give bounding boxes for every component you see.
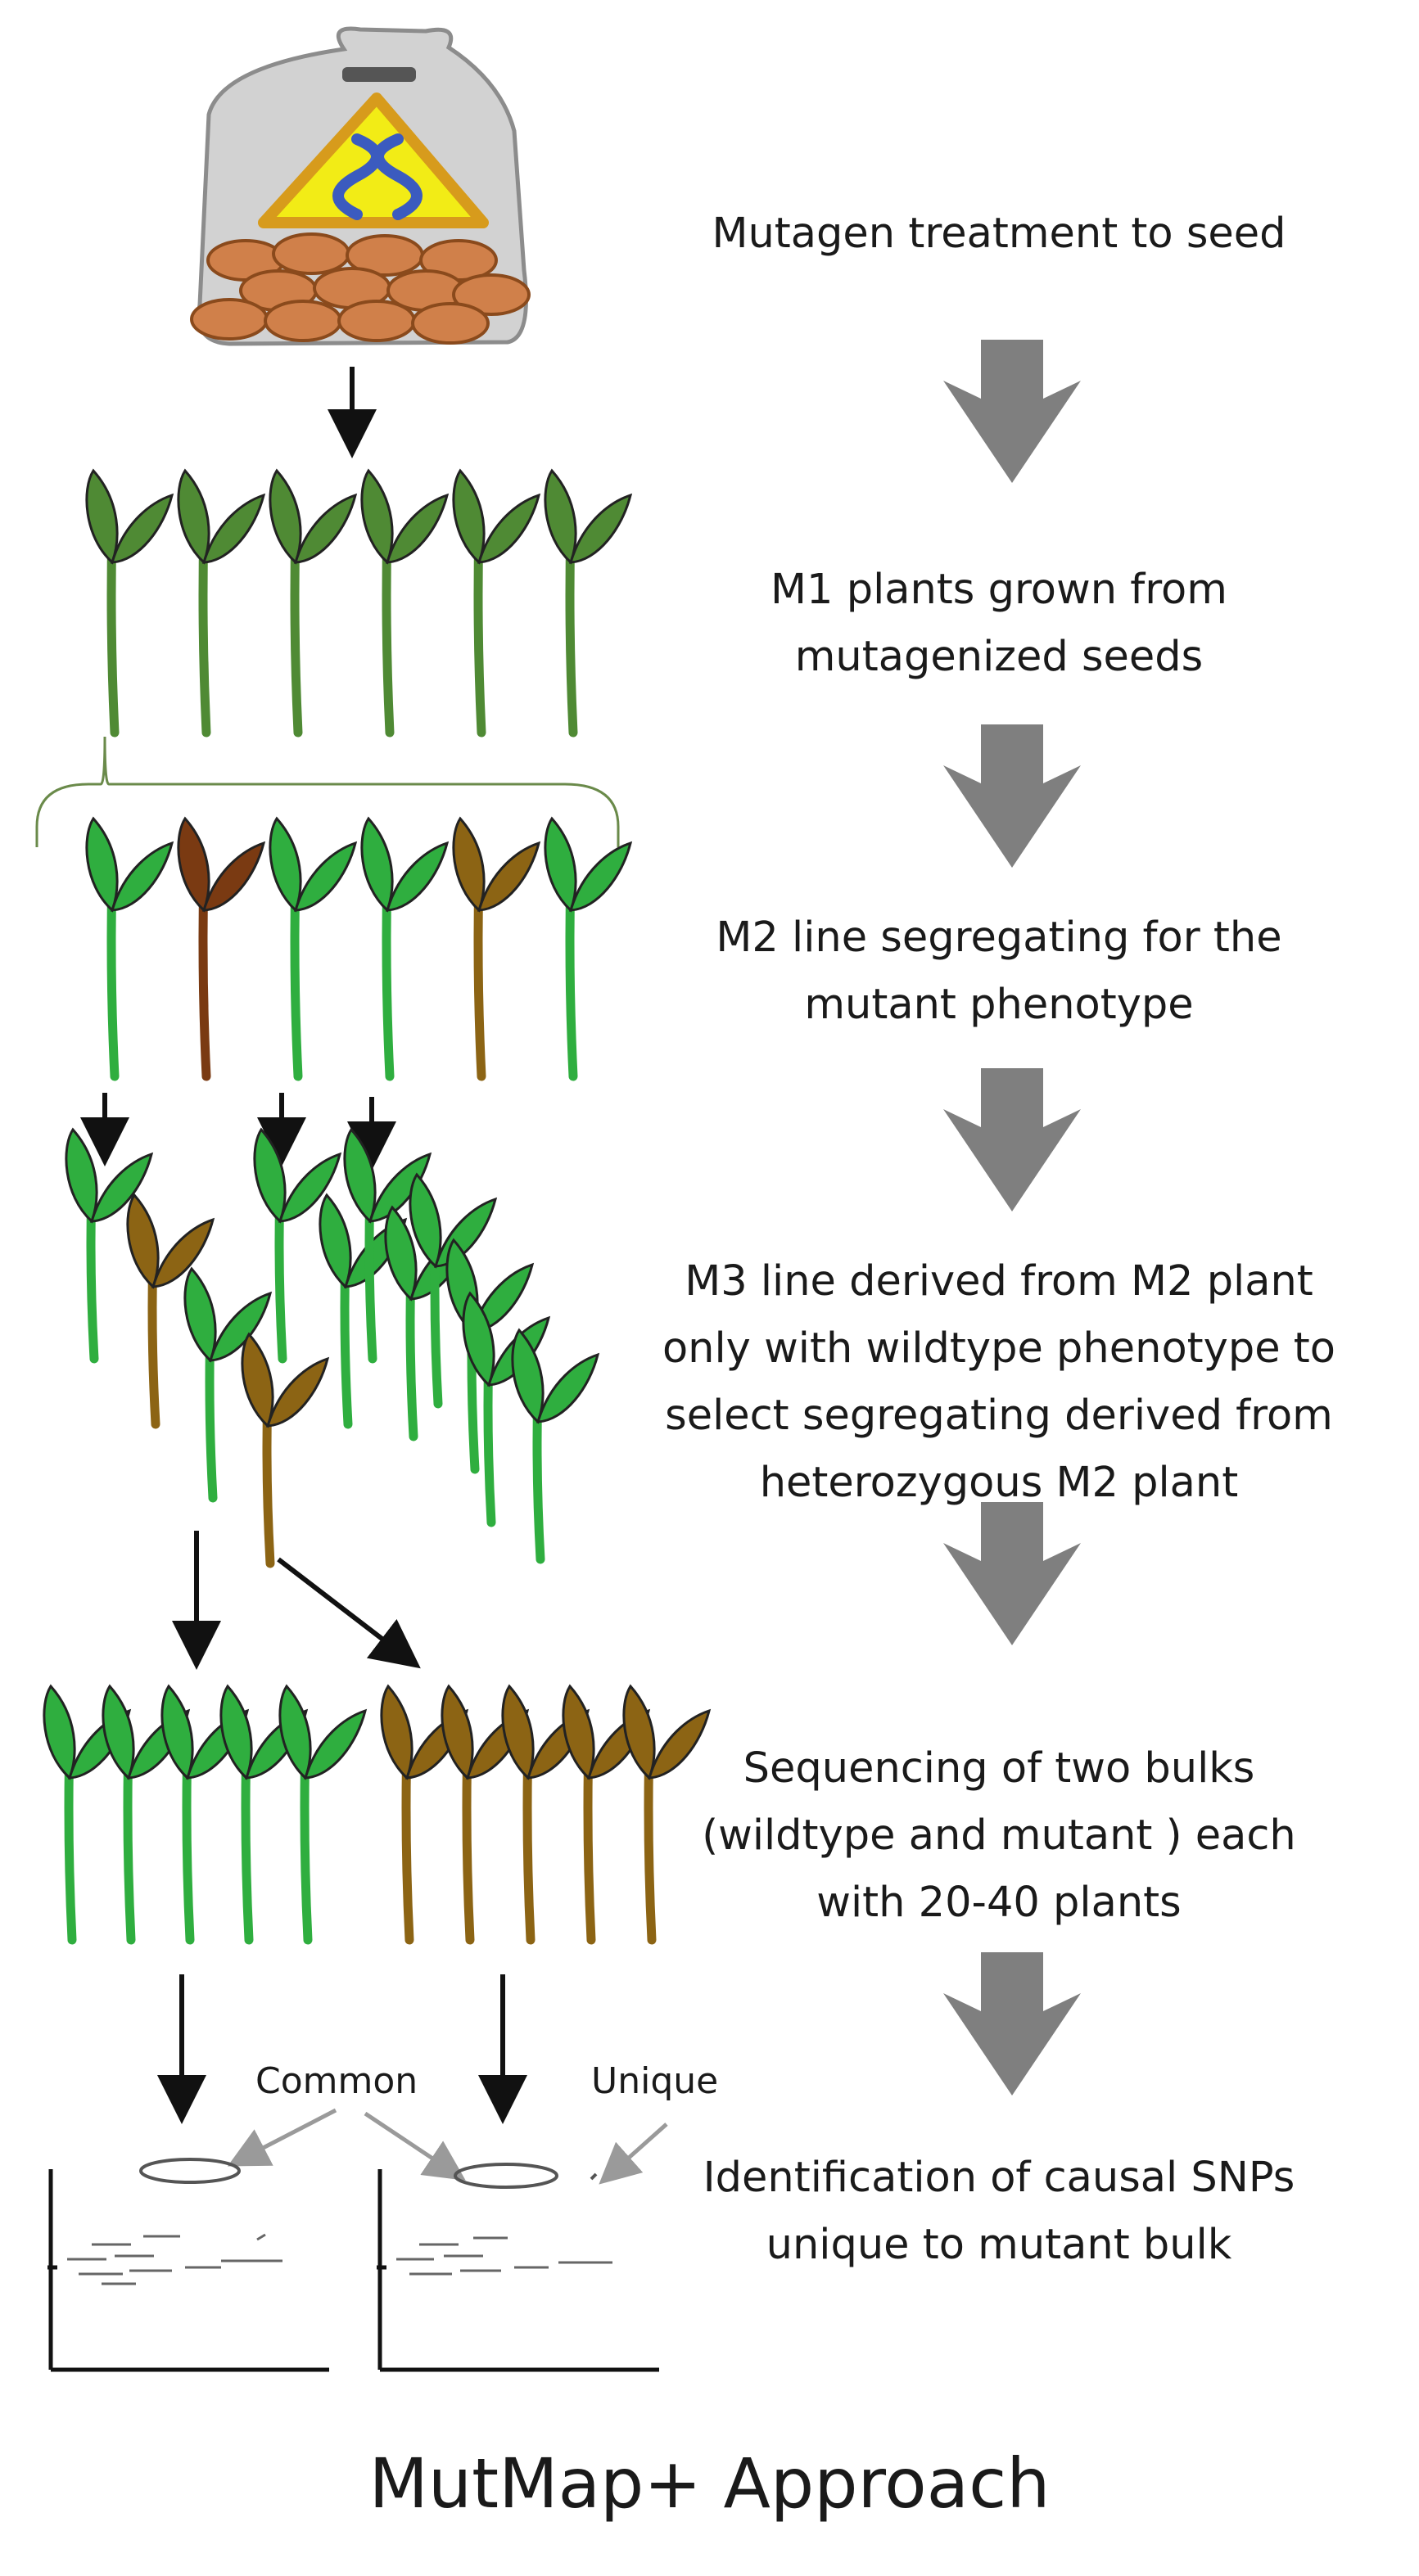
step-line: mutagenized seeds — [794, 633, 1204, 681]
seed — [411, 302, 490, 345]
plant-icon — [544, 468, 633, 738]
plant-icon — [65, 1127, 154, 1364]
plant-icon — [360, 468, 450, 738]
step-text-sequencing: Sequencing of two bulks (wildtype and mu… — [622, 1735, 1376, 1937]
step-line: M1 plants grown from — [771, 566, 1227, 614]
process-arrow-icon — [943, 1502, 1081, 1645]
seed-pile — [190, 232, 531, 345]
plant-icon — [241, 1332, 330, 1568]
plant-icon — [544, 816, 633, 1081]
m1-to-m2-bracket — [35, 736, 620, 847]
process-arrow-icon — [943, 1952, 1081, 2096]
step-line: Sequencing of two bulks — [743, 1744, 1255, 1793]
step-line: with 20-40 plants — [816, 1879, 1182, 1927]
plant-icon — [183, 1266, 273, 1503]
step-line: (wildtype and mutant ) each — [702, 1811, 1296, 1860]
process-arrow-icon — [943, 340, 1081, 483]
plant-icon — [511, 1328, 600, 1564]
seed — [337, 300, 416, 342]
plant-icon — [360, 816, 450, 1081]
common-snp-cluster-wildtype — [139, 2158, 241, 2184]
plant-icon — [253, 1127, 342, 1364]
common-pointer — [227, 2108, 337, 2167]
step-text-m1: M1 plants grown from mutagenized seeds — [622, 557, 1376, 691]
seed — [452, 273, 531, 316]
unique-pointer — [599, 2123, 668, 2185]
step-line: heterozygous M2 plant — [759, 1459, 1239, 1507]
step-text-m3: M3 line derived from M2 plant only with … — [622, 1248, 1376, 1517]
down-arrow-icon — [277, 1557, 421, 1669]
plant-icon — [177, 816, 266, 1081]
snp-plot-icon — [377, 2169, 659, 2372]
plant-icon — [452, 468, 541, 738]
unique-snp — [590, 2172, 598, 2181]
seed — [272, 232, 350, 275]
seed — [190, 298, 269, 341]
step-line: mutant phenotype — [804, 981, 1194, 1029]
step-text-m2: M2 line segregating for the mutant pheno… — [622, 905, 1376, 1039]
common-pointer — [364, 2111, 466, 2181]
plant-icon — [269, 468, 358, 738]
dna-helix-icon — [332, 133, 423, 220]
plant-icon — [126, 1193, 215, 1429]
step-line: Mutagen treatment to seed — [712, 210, 1286, 258]
process-arrow-icon — [943, 724, 1081, 868]
common-label: Common — [255, 2060, 418, 2102]
step-line: M3 line derived from M2 plant — [685, 1257, 1313, 1306]
figure-caption: MutMap+ Approach — [368, 2443, 1051, 2524]
plant-icon — [177, 468, 266, 738]
step-line: select segregating derived from — [665, 1392, 1333, 1440]
plant-icon — [343, 1127, 432, 1364]
plant-icon — [85, 468, 174, 738]
step-line: only with wildtype phenotype to — [662, 1324, 1335, 1373]
plant-icon — [85, 816, 174, 1081]
plant-icon — [452, 816, 541, 1081]
common-snp-cluster-mutant — [454, 2163, 558, 2189]
snp-plot-icon — [47, 2169, 329, 2372]
step-text-identification: Identification of causal SNPs unique to … — [622, 2145, 1376, 2279]
unique-label: Unique — [591, 2060, 718, 2102]
plant-icon — [278, 1684, 368, 1945]
step-text-mutagen: Mutagen treatment to seed — [622, 201, 1376, 268]
step-line: M2 line segregating for the — [716, 914, 1282, 962]
plant-icon — [269, 816, 358, 1081]
step-line: Identification of causal SNPs — [703, 2154, 1295, 2202]
step-line: unique to mutant bulk — [766, 2221, 1232, 2269]
plant-icon — [622, 1684, 712, 1945]
seed — [264, 300, 342, 342]
process-arrow-icon — [943, 1068, 1081, 1211]
